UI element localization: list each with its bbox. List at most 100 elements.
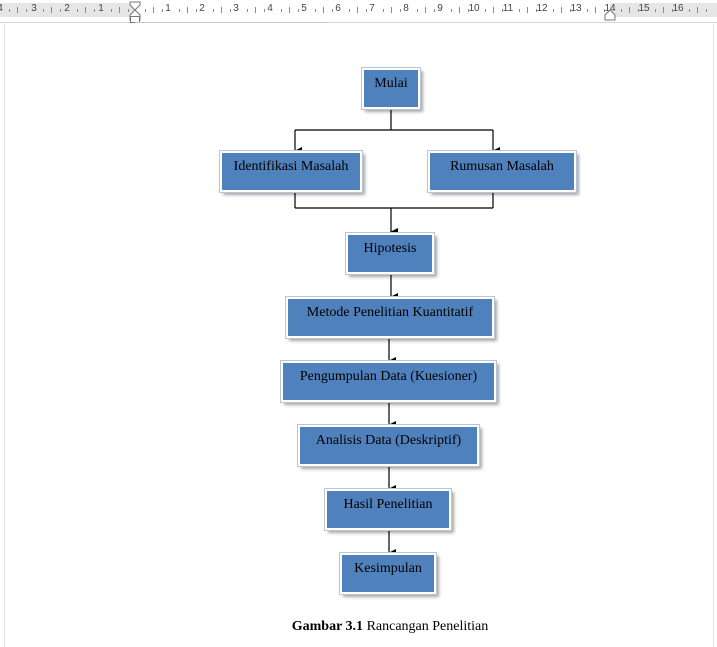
ruler-tick	[595, 7, 596, 13]
ruler-tick	[298, 9, 299, 12]
ruler-tick	[77, 9, 78, 12]
ruler-tick	[400, 9, 401, 12]
ruler-number: 2	[199, 3, 205, 14]
ruler-tick	[689, 9, 690, 12]
indent-guide-line	[135, 22, 327, 23]
ruler-tick	[383, 9, 384, 12]
ruler-number: 12	[536, 3, 548, 14]
ruler-tick	[153, 7, 154, 13]
ruler-tick	[493, 7, 494, 13]
ruler-tick	[85, 7, 86, 13]
node-label: Metode Penelitian Kuantitatif	[306, 305, 474, 320]
ruler-tick	[561, 7, 562, 13]
ruler-tick	[502, 9, 503, 12]
ruler-tick	[451, 9, 452, 12]
flowchart-node-analysis[interactable]: Analisis Data (Deskriptif)	[297, 424, 480, 467]
ruler-tick	[485, 9, 486, 12]
ruler-tick	[315, 9, 316, 12]
ruler-number: 1	[165, 3, 171, 14]
flowchart-node-formulation[interactable]: Rumusan Masalah	[427, 150, 577, 193]
ruler-tick	[332, 9, 333, 12]
ruler-tick	[417, 9, 418, 12]
ruler-tick	[570, 9, 571, 12]
ruler-tick	[255, 7, 256, 13]
node-label: Hipotesis	[363, 241, 417, 256]
ruler-tick	[94, 9, 95, 12]
flowchart-node-collection[interactable]: Pengumpulan Data (Kuesioner)	[280, 360, 497, 403]
ruler-tick	[604, 9, 605, 12]
ruler-tick	[213, 9, 214, 12]
flowchart-node-conclusion[interactable]: Kesimpulan	[339, 552, 437, 595]
ruler-tick	[162, 9, 163, 12]
ruler-number: 15	[638, 3, 650, 14]
ruler-number: 1	[98, 3, 104, 14]
ruler-tick	[349, 9, 350, 12]
ruler-number: 10	[468, 3, 480, 14]
ruler-tick	[119, 7, 120, 13]
ruler-tick	[247, 9, 248, 12]
ruler-tick	[43, 9, 44, 12]
ruler-tick	[179, 9, 180, 12]
ruler-text-area	[134, 3, 610, 17]
ruler-tick	[527, 7, 528, 13]
ruler-tick	[264, 9, 265, 12]
ruler-tick	[638, 9, 639, 12]
ruler-tick	[553, 9, 554, 12]
ruler-tick	[145, 9, 146, 12]
ruler-number: 4	[267, 3, 273, 14]
ruler-tick	[26, 9, 27, 12]
ruler-tick	[281, 9, 282, 12]
ruler-number: 14	[604, 3, 616, 14]
ruler-number: 16	[672, 3, 684, 14]
ruler-number: 6	[335, 3, 341, 14]
flowchart-node-results[interactable]: Hasil Penelitian	[324, 488, 452, 531]
flowchart-node-hypothesis[interactable]: Hipotesis	[345, 232, 435, 275]
ruler-tick	[111, 9, 112, 12]
ruler-tick	[706, 9, 707, 12]
ruler-tick	[468, 9, 469, 12]
flowchart-node-method[interactable]: Metode Penelitian Kuantitatif	[285, 296, 495, 339]
node-label: Rumusan Masalah	[450, 159, 554, 174]
ruler-number: 13	[570, 3, 582, 14]
ruler-tick	[391, 7, 392, 13]
ruler-tick	[672, 9, 673, 12]
flowchart-node-start[interactable]: Mulai	[361, 67, 421, 110]
ruler-tick	[196, 9, 197, 12]
node-label: Hasil Penelitian	[343, 497, 433, 512]
ruler-tick	[366, 9, 367, 12]
node-label: Identifikasi Masalah	[233, 159, 349, 174]
node-label: Pengumpulan Data (Kuesioner)	[299, 369, 478, 384]
ruler-tick	[519, 9, 520, 12]
ruler-number: 3	[233, 3, 239, 14]
ruler-tick	[621, 9, 622, 12]
ruler-tick	[289, 7, 290, 13]
caption-label: Gambar 3.1	[291, 619, 364, 634]
ruler-tick	[51, 7, 52, 13]
flowchart-node-identification[interactable]: Identifikasi Masalah	[219, 150, 363, 193]
ruler-number: 9	[437, 3, 443, 14]
page-edge-right	[713, 22, 714, 647]
ruler-tick	[459, 7, 460, 13]
ruler-left-margin	[0, 3, 134, 17]
ruler-number: 5	[301, 3, 307, 14]
right-indent-marker[interactable]	[604, 9, 616, 21]
ruler-tick	[434, 9, 435, 12]
node-label: Kesimpulan	[354, 561, 422, 576]
ruler-tick	[629, 7, 630, 13]
ruler-number: 8	[403, 3, 409, 14]
ruler-tick	[663, 7, 664, 13]
horizontal-ruler[interactable]: 4 3 2 1 1 2 3 4 5 6 7 8 9 10 11 12 13 14…	[0, 0, 717, 23]
ruler-tick	[60, 9, 61, 12]
ruler-tick	[655, 9, 656, 12]
ruler-tick	[9, 9, 10, 12]
ruler-tick	[425, 7, 426, 13]
ruler-number: 4	[0, 3, 3, 15]
node-label: Mulai	[374, 76, 408, 91]
ruler-tick	[230, 9, 231, 12]
ruler-number: 2	[64, 3, 70, 14]
ruler-number: 11	[502, 3, 514, 14]
ruler-tick	[187, 7, 188, 13]
ruler-tick	[323, 7, 324, 13]
ruler-tick	[697, 7, 698, 13]
